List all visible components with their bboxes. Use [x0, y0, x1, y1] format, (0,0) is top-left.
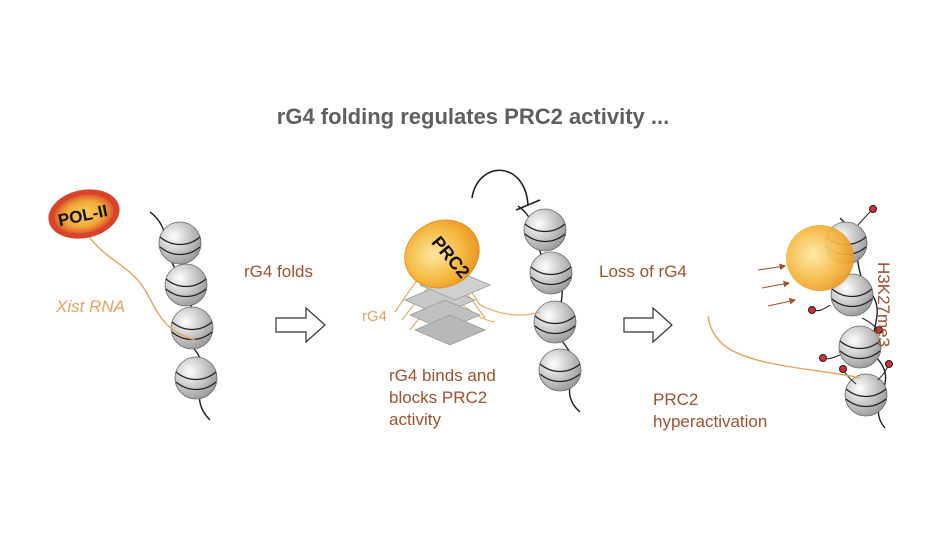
prc2-complex-mid — [404, 219, 480, 289]
methyl-marks — [808, 205, 893, 385]
nucleosome — [533, 300, 577, 344]
rg4-folds-label: rG4 folds — [244, 262, 313, 281]
panel-3 — [707, 205, 893, 429]
xist-rna-strand-3 — [707, 315, 861, 379]
activity-arrows — [757, 263, 797, 307]
prc2-hyperactivation-label: PRC2 hyperactivation — [653, 390, 768, 431]
loss-rg4-label: Loss of rG4 — [599, 262, 687, 281]
nucleosome — [170, 306, 214, 350]
process-arrow-2 — [623, 306, 673, 344]
xist-rna-label: Xist RNA — [56, 297, 125, 316]
nucleosome — [174, 356, 218, 400]
pol2-complex — [48, 189, 120, 239]
nucleosome — [164, 263, 208, 307]
figure-title: rG4 folding regulates PRC2 activity ... — [276, 104, 670, 129]
nucleosome — [838, 325, 882, 369]
nucleosome — [538, 348, 582, 392]
inhibition-arc — [471, 169, 529, 206]
rg4-binds-label: rG4 binds and blocks PRC2 activity — [389, 366, 496, 429]
xist-rna-strand — [87, 234, 196, 341]
nucleosome — [523, 208, 567, 252]
g-quadruplex — [394, 261, 541, 346]
rg4-small-label: rG4 — [362, 308, 388, 325]
panel-1 — [48, 189, 326, 421]
prc2-complex-right — [786, 225, 854, 291]
panel-2 — [394, 169, 673, 413]
h3k27me3-label: H3K27me3 — [874, 262, 893, 347]
nucleosome — [844, 373, 888, 417]
nucleosome — [529, 251, 573, 295]
nucleosome — [158, 221, 202, 265]
nucleosome — [830, 273, 874, 317]
process-arrow-1 — [275, 306, 326, 344]
